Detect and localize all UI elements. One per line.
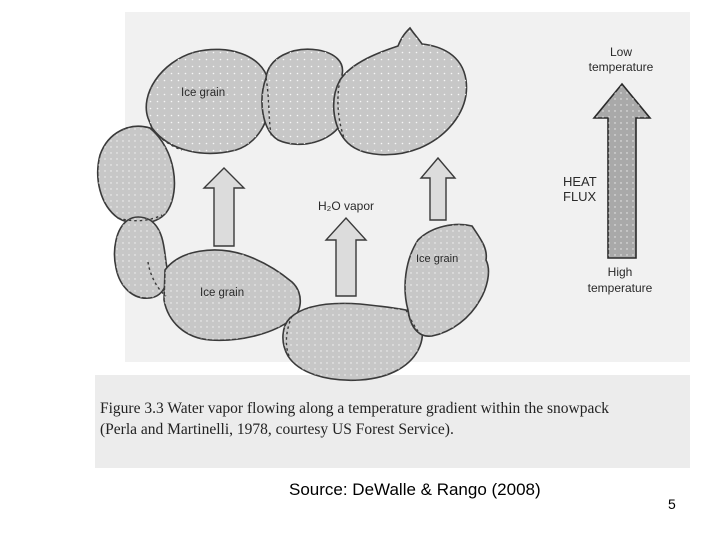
label-ice-grain-right: Ice grain bbox=[416, 253, 458, 265]
label-low: Low bbox=[610, 45, 632, 59]
label-high: High bbox=[608, 265, 633, 279]
label-low-temperature: temperature bbox=[589, 60, 654, 74]
caption-line-2: (Perla and Martinelli, 1978, courtesy US… bbox=[100, 419, 660, 440]
label-flux: FLUX bbox=[563, 189, 597, 204]
source-citation: Source: DeWalle & Rango (2008) bbox=[289, 480, 541, 500]
label-h2o-vapor: H₂O vapor bbox=[318, 199, 374, 213]
page-number: 5 bbox=[668, 496, 676, 512]
caption-line-1: Figure 3.3 Water vapor flowing along a t… bbox=[100, 398, 660, 419]
figure-caption: Figure 3.3 Water vapor flowing along a t… bbox=[100, 398, 660, 440]
ice-grain-bottom-center bbox=[283, 303, 422, 380]
label-ice-grain-bottom: Ice grain bbox=[200, 287, 244, 299]
label-heat: HEAT bbox=[563, 174, 597, 189]
label-ice-grain-top: Ice grain bbox=[181, 87, 225, 99]
label-high-temperature: temperature bbox=[588, 281, 653, 295]
